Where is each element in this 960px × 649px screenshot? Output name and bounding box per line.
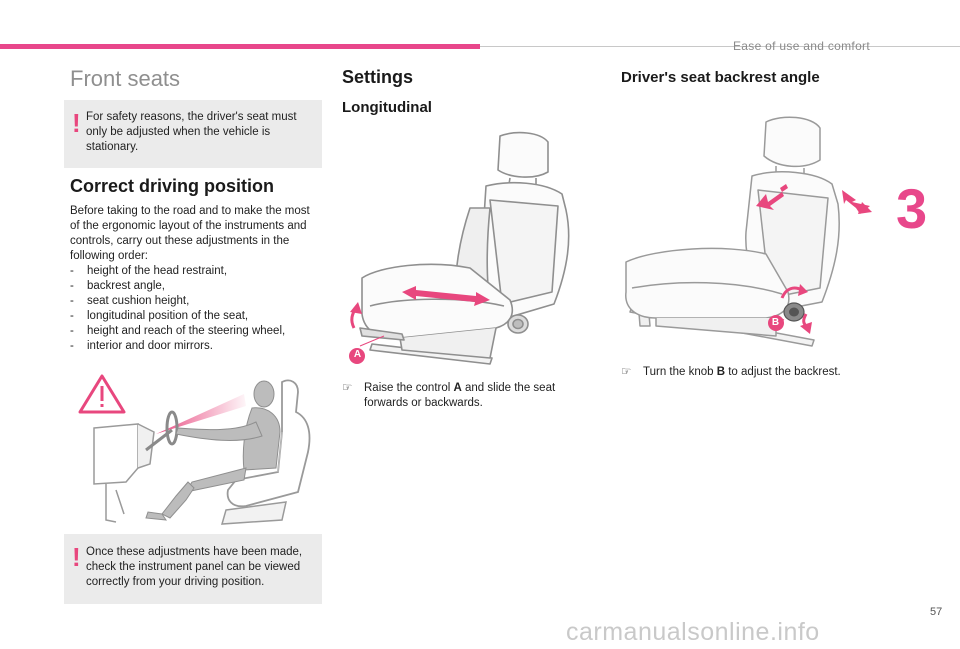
longitudinal-seat-illustration (340, 128, 590, 368)
callout-label-b: B (771, 317, 780, 328)
driving-position-intro: Before taking to the road and to make th… (70, 204, 325, 354)
page-number: 57 (930, 606, 943, 618)
warning-icon: ! (72, 542, 81, 572)
backrest-seat-illustration (616, 112, 878, 360)
chapter-title: Ease of use and comfort (733, 39, 870, 53)
safety-warning-text: For safety reasons, the driver's seat mu… (86, 111, 297, 153)
watermark: carmanualsonline.info (566, 618, 820, 646)
adjustment-warning-box: ! Once these adjustments have been made,… (64, 534, 322, 604)
list-item: height and reach of the steering wheel, (70, 324, 325, 339)
safety-warning-box: ! For safety reasons, the driver's seat … (64, 100, 322, 168)
tilt-arrow-icon (756, 184, 872, 214)
longitudinal-subtitle: Longitudinal (342, 99, 432, 116)
pointer-bullet-icon: ☞ (621, 366, 632, 378)
page-title: Front seats (70, 66, 181, 91)
chapter-number: 3 (896, 177, 928, 240)
warning-triangle-icon (78, 374, 126, 414)
backrest-title: Driver's seat backrest angle (621, 69, 820, 86)
list-item: interior and door mirrors. (70, 339, 325, 354)
driving-position-illustration (76, 372, 316, 532)
pointer-bullet-icon: ☞ (342, 382, 353, 394)
callout-label-a: A (353, 349, 362, 360)
longitudinal-instruction: ☞ Raise the control A and slide the seat… (342, 382, 556, 409)
backrest-instruction: ☞ Turn the knob B to adjust the backrest… (621, 366, 841, 378)
list-item: seat cushion height, (70, 294, 325, 309)
list-item: height of the head restraint, (70, 264, 325, 279)
header-rule (480, 46, 960, 47)
warning-icon: ! (72, 108, 81, 138)
list-item: backrest angle, (70, 279, 325, 294)
control-b-callout (768, 315, 785, 331)
list-item: longitudinal position of the seat, (70, 309, 325, 324)
chapter-accent-bar (0, 44, 480, 49)
adjustment-warning-text: Once these adjustments have been made, c… (86, 546, 303, 588)
control-a-callout (349, 335, 385, 364)
slide-arrow-icon (402, 286, 490, 306)
section-title-driving-position: Correct driving position (70, 176, 275, 196)
adjustment-order-list: height of the head restraint, backrest a… (70, 264, 325, 354)
settings-title: Settings (342, 67, 414, 87)
